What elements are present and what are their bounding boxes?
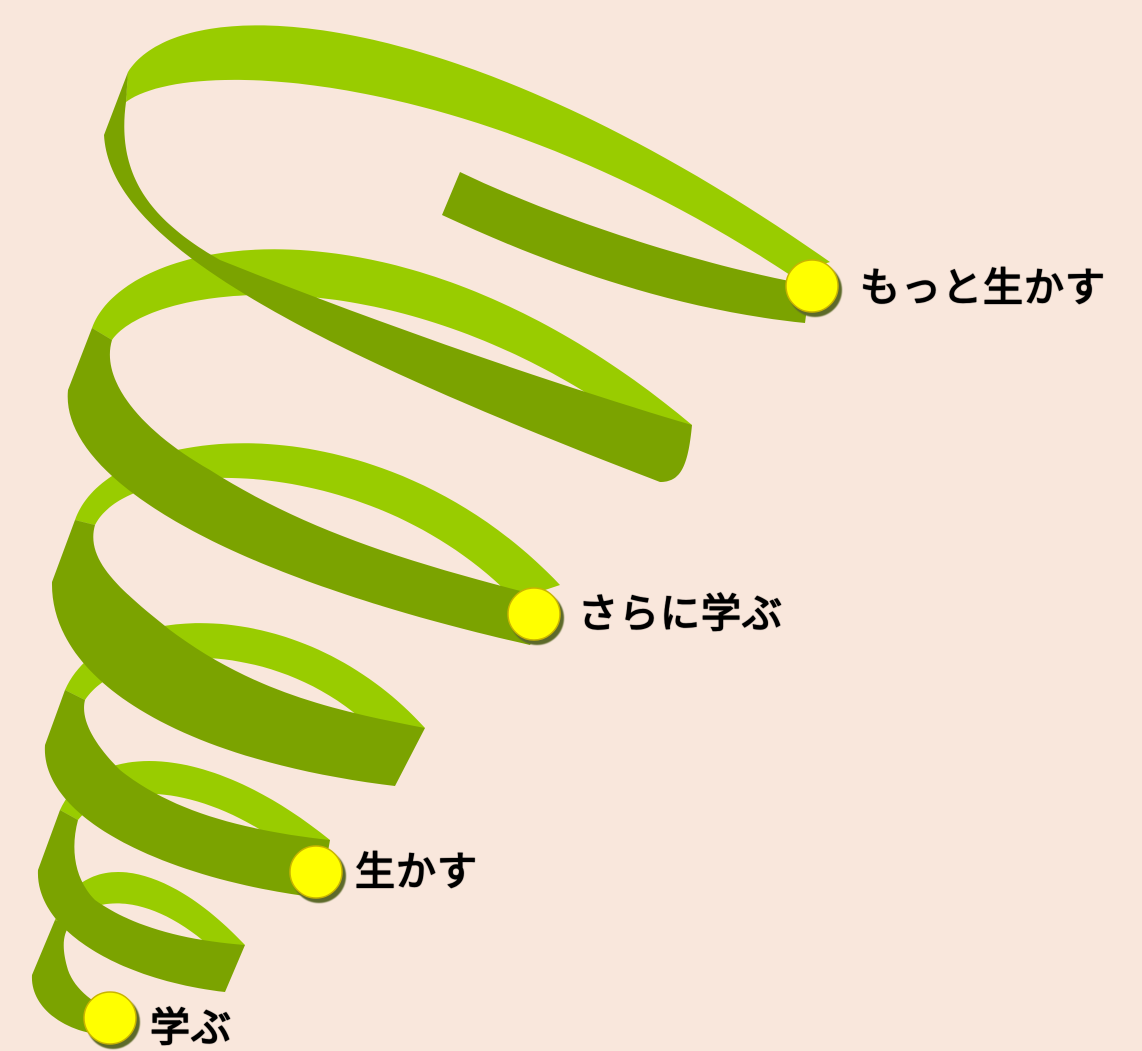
marker-dot <box>83 991 137 1045</box>
coil-5-front-face <box>67 328 555 645</box>
step-label-learn-more: さらに学ぶ <box>578 591 783 637</box>
step-marker-4 <box>785 259 842 317</box>
coil-2-front-face <box>37 810 245 992</box>
marker-dot <box>289 845 343 899</box>
coil-4-back-face <box>75 443 560 600</box>
coil-6-back-face <box>126 25 830 275</box>
coil-6-front-face <box>104 72 692 482</box>
coil-3-front-face <box>44 690 330 898</box>
step-marker-2 <box>289 845 346 903</box>
marker-dot <box>507 587 561 641</box>
step-label-apply-more: もっと生かす <box>860 265 1106 311</box>
step-marker-3 <box>507 587 564 645</box>
spiral-front-faces <box>31 72 810 1035</box>
marker-dot <box>785 259 839 313</box>
step-marker-1 <box>83 991 140 1049</box>
coil-4-front-face <box>51 520 425 786</box>
step-label-apply: 生かす <box>355 849 478 895</box>
spiral-top-end <box>442 172 810 323</box>
step-label-learn: 学ぶ <box>150 1005 232 1051</box>
step-markers <box>83 259 842 1049</box>
coil-1-back-face <box>55 871 245 958</box>
